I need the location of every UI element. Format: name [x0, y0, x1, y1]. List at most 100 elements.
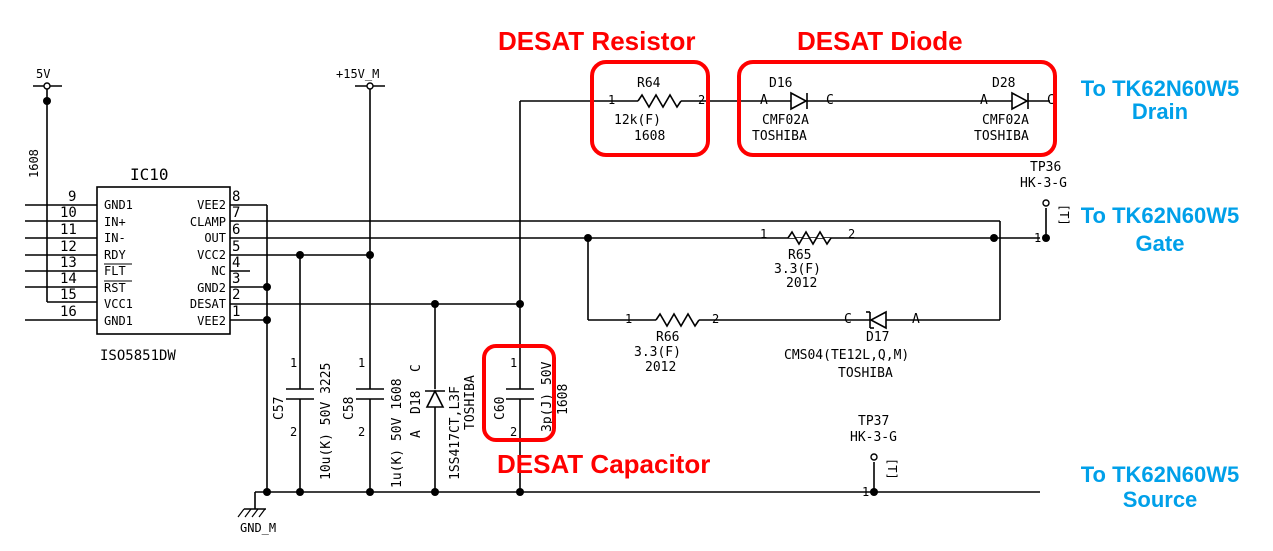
r66-value: 3.3(F) — [634, 345, 681, 360]
ground-symbol: GND_M — [237, 492, 276, 535]
tp37-testpoint: 1 TP37 HK-3-G [T] — [850, 414, 899, 499]
pin-name: RST — [104, 281, 126, 295]
desat-diode-highlight — [737, 60, 1057, 157]
c58-capacitor: 1 2 C58 1u(K) 50V 1608 — [342, 356, 405, 488]
r66-resistor: 1 2 R66 3.3(F) 2012 — [625, 312, 719, 375]
c60-pin2: 2 — [510, 425, 517, 439]
ic-body — [96, 186, 231, 335]
r66-pin2: 2 — [712, 312, 719, 326]
desat-capacitor-label: DESAT Capacitor — [497, 449, 710, 479]
ic-right-pin-names: VEE2 CLAMP OUT VCC2 NC GND2 DESAT VEE2 — [190, 198, 226, 328]
gate-label-line2: Gate — [1136, 231, 1185, 256]
tp36-tag: [T] — [1057, 204, 1071, 226]
r66-pkg: 2012 — [645, 360, 676, 375]
c60-pin1: 1 — [510, 356, 517, 370]
drain-label-line2: Drain — [1132, 99, 1188, 124]
ic-right-pins — [230, 204, 1040, 321]
ic-left-pin-names: GND1 IN+ IN- RDY FLT RST VCC1 GND1 — [104, 198, 133, 328]
d28-ref: D28 — [992, 76, 1015, 91]
tp37-ref: TP37 — [858, 414, 889, 429]
d28-maker: TOSHIBA — [974, 129, 1029, 144]
r65-pin1: 1 — [760, 227, 767, 241]
tp37-pin: 1 — [862, 485, 869, 499]
ic-right-pin-numbers: 8 7 6 5 4 3 2 1 — [232, 189, 240, 320]
desat-diode-label: DESAT Diode — [797, 26, 963, 56]
desat-resistor-highlight — [590, 60, 710, 157]
pin-name: IN+ — [104, 215, 126, 229]
pin-name: NC — [212, 264, 226, 278]
pin-name: VEE2 — [197, 314, 226, 328]
d16-ref: D16 — [769, 76, 792, 91]
c57-ref: C57 — [272, 397, 287, 420]
pin-num: 4 — [232, 255, 240, 271]
pin-name: GND1 — [104, 314, 133, 328]
d16-diode: D16 A C CMF02A TOSHIBA — [752, 76, 834, 144]
r65-ref: R65 — [788, 248, 811, 263]
pin-num: 6 — [232, 222, 240, 238]
d18-part: 1SS417CT,L3F — [448, 386, 463, 480]
pin-name: FLT — [104, 264, 126, 278]
c60-ref: C60 — [493, 397, 508, 420]
pin-num: 3 — [232, 271, 240, 287]
tp36-pin: 1 — [1034, 231, 1041, 245]
r64-ref: R64 — [637, 76, 661, 91]
d28-a: A — [980, 93, 988, 108]
pin-num: 12 — [60, 239, 77, 255]
r65-pkg: 2012 — [786, 276, 817, 291]
c57-capacitor: 1 2 C57 10u(K) 50V 3225 — [272, 356, 334, 480]
tp37-tag: [T] — [885, 458, 899, 480]
pin-num: 14 — [60, 271, 77, 287]
d18-a: A — [409, 430, 424, 438]
pin-name: IN- — [104, 231, 126, 245]
d17-part: CMS04(TE12L,Q,M) — [784, 348, 909, 363]
d16-a: A — [760, 93, 768, 108]
gate-label-line1: To TK62N60W5 — [1081, 203, 1240, 228]
d18-maker: TOSHIBA — [463, 375, 478, 430]
c57-pin2: 2 — [290, 425, 297, 439]
c58-pin2: 2 — [358, 425, 365, 439]
ic-left-pin-numbers: 9 10 11 12 13 14 15 16 — [60, 189, 77, 320]
desat-capacitor-highlight — [482, 344, 556, 442]
pin-name: VEE2 — [197, 198, 226, 212]
r64-pin1: 1 — [608, 93, 615, 107]
r64-pin2: 2 — [698, 93, 705, 107]
pin-num: 7 — [232, 205, 240, 221]
r64-value: 12k(F) — [614, 113, 661, 128]
pin-num: 8 — [232, 189, 240, 205]
power-15v-symbol: +15V_M — [336, 67, 385, 389]
d16-part: CMF02A — [762, 113, 809, 128]
d18-c: C — [409, 364, 424, 372]
pkg-1608-left-label: 1608 — [27, 149, 41, 178]
d18-diode: D18 C A 1SS417CT,L3F TOSHIBA — [409, 364, 478, 480]
d17-c: C — [844, 312, 852, 327]
drain-label-line1: To TK62N60W5 — [1081, 76, 1240, 101]
source-label-line1: To TK62N60W5 — [1081, 462, 1240, 487]
pin-num: 9 — [68, 189, 76, 205]
pin-num: 10 — [60, 205, 77, 221]
pin-num: 2 — [232, 287, 240, 303]
tp36-part: HK-3-G — [1020, 176, 1067, 191]
pin-name: GND1 — [104, 198, 133, 212]
gnd-label: GND_M — [240, 521, 276, 535]
d28-c: C — [1047, 93, 1055, 108]
r65-value: 3.3(F) — [774, 262, 821, 277]
r64-resistor: 1 2 R64 12k(F) 1608 — [608, 76, 705, 144]
pin-num: 11 — [60, 222, 77, 238]
pin-name: VCC1 — [104, 297, 133, 311]
power-5v-symbol: 5V — [33, 67, 62, 302]
pin-name: OUT — [204, 231, 226, 245]
pin-num: 1 — [232, 304, 240, 320]
d17-maker: TOSHIBA — [838, 366, 893, 381]
power-15v-label: +15V_M — [336, 67, 379, 81]
ic-part-label: ISO5851DW — [100, 348, 176, 364]
pin-name: DESAT — [190, 297, 226, 311]
ic-left-pins — [25, 204, 97, 321]
r65-resistor: 1 2 R65 3.3(F) 2012 — [760, 227, 855, 291]
tp36-ref: TP36 — [1030, 160, 1061, 175]
c60-capacitor: 1 2 C60 3p(J) 50V 1608 — [493, 356, 571, 439]
pin-name: VCC2 — [197, 248, 226, 262]
c58-ref: C58 — [342, 397, 357, 420]
pin-num: 16 — [60, 304, 77, 320]
d18-ref: D18 — [409, 391, 424, 414]
pin-num: 13 — [60, 255, 77, 271]
